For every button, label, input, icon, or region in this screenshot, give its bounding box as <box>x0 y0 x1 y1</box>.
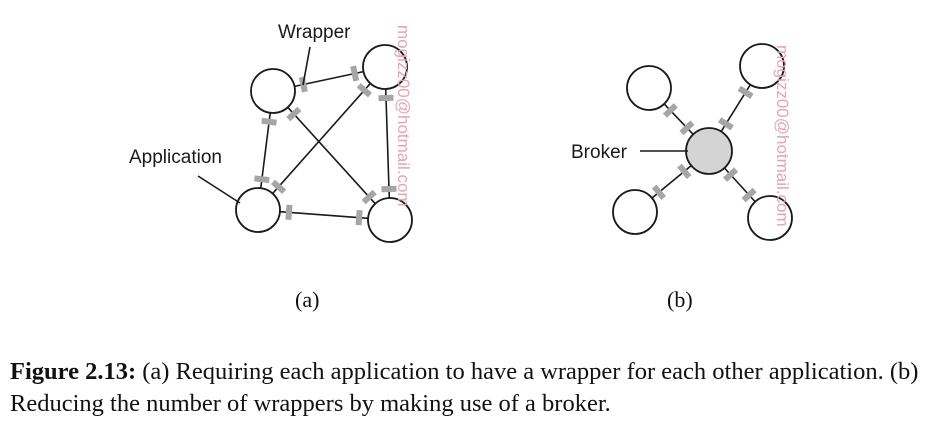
wrapper-mark <box>350 65 360 82</box>
application-link <box>287 106 376 205</box>
wrapper-mark <box>651 184 667 200</box>
wrapper-mark <box>722 167 739 182</box>
figure-caption: Figure 2.13: (a) Requiring each applicat… <box>10 356 925 420</box>
wrapper-mark <box>285 204 293 221</box>
application-node-top-left <box>250 68 296 114</box>
application-node-bottom-left <box>235 187 281 233</box>
caption-text: (a) Requiring each application to have a… <box>10 358 919 417</box>
application-node-top-right <box>739 43 785 89</box>
application-label: Application <box>129 147 222 168</box>
application-link <box>259 112 272 189</box>
wrapper-mark <box>378 94 394 102</box>
application-node-bottom-right <box>747 195 793 241</box>
wrapper-mark <box>361 189 377 205</box>
wrapper-mark <box>270 179 287 195</box>
application-node-bottom-right <box>367 197 413 243</box>
wrapper-mark <box>286 106 302 122</box>
diagram-a-sublabel: (a) <box>295 287 319 312</box>
wrapper-mark <box>677 163 692 180</box>
application-node-top-left <box>626 65 672 111</box>
wrapper-mark <box>356 82 373 98</box>
application-link <box>384 88 391 199</box>
application-pointer-line <box>197 175 241 204</box>
diagram-a: Wrapper Application (a) <box>129 22 413 312</box>
diagram-b: Broker (b) <box>571 43 793 312</box>
wrapper-pointer-line <box>302 46 311 86</box>
wrapper-mark <box>679 120 695 136</box>
wrapper-mark <box>737 85 754 99</box>
caption-label: Figure 2.13: <box>10 358 137 385</box>
broker-label: Broker <box>571 142 628 163</box>
wrapper-mark <box>662 103 678 118</box>
application-node-bottom-left <box>612 189 658 235</box>
application-link <box>272 82 371 195</box>
diagram-b-sublabel: (b) <box>667 287 693 312</box>
wrapper-mark <box>381 185 397 193</box>
watermark-b: mogizz00@hotmail.com <box>773 45 792 227</box>
figure-diagrams: Wrapper Application (a) Broker (b) mogiz… <box>129 22 793 312</box>
application-link <box>279 210 369 220</box>
application-node-top-right <box>362 44 408 90</box>
broker-node <box>685 127 733 175</box>
wrapper-mark <box>261 117 277 126</box>
watermark-a: mogizz00@hotmail.com <box>394 25 413 207</box>
wrapper-mark <box>254 175 270 184</box>
wrapper-label: Wrapper <box>278 22 351 43</box>
wrapper-mark <box>355 209 363 226</box>
wrapper-mark <box>741 187 757 203</box>
wrapper-mark <box>717 117 734 131</box>
